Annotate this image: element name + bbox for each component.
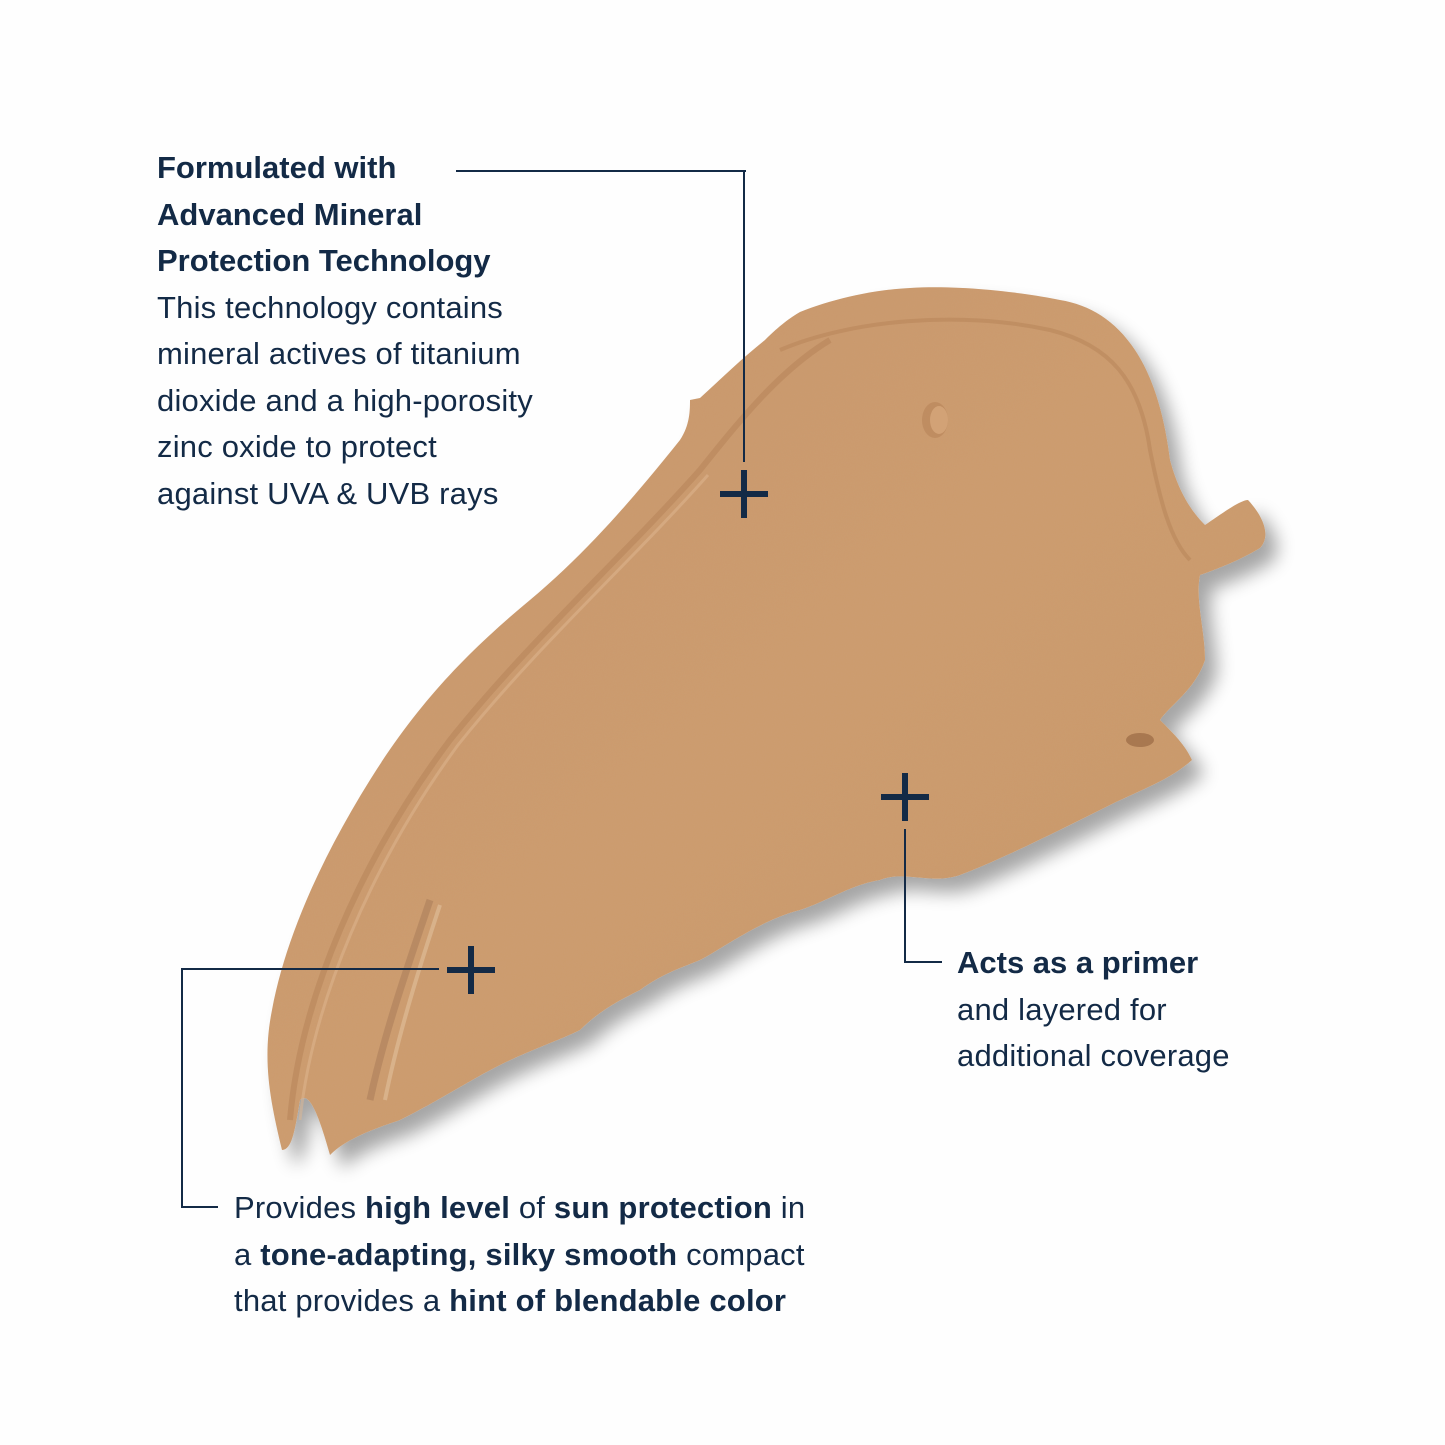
callout-body: against UVA & UVB rays — [157, 475, 499, 511]
connector-line-sun-v — [181, 968, 183, 1208]
callout-title: Protection Technology — [157, 243, 491, 278]
callout-primer: Acts as a primer and layered for additio… — [957, 940, 1357, 1080]
callout-body: and layered for — [957, 991, 1167, 1027]
callout-title: Acts as a primer — [957, 945, 1199, 980]
connector-line-mineral-v — [743, 170, 745, 462]
callout-body: zinc oxide to protect — [157, 429, 437, 464]
plus-icon — [720, 470, 768, 518]
callout-line: that provides a hint of blendable color — [234, 1283, 787, 1318]
connector-line-primer-v — [904, 829, 906, 963]
plus-icon — [881, 773, 929, 821]
callout-body: This technology contains — [157, 289, 503, 325]
callout-body: mineral actives of titanium — [157, 336, 521, 371]
callout-body: additional coverage — [957, 1038, 1230, 1073]
plus-icon — [447, 946, 495, 994]
connector-line-primer-h — [904, 961, 942, 963]
callout-title: Advanced Mineral — [157, 196, 423, 232]
connector-line-sun-h-bottom — [181, 1206, 218, 1208]
connector-line-mineral-h — [456, 170, 746, 172]
connector-line-sun-h-top — [181, 968, 439, 970]
callout-mineral-protection: Formulated with Advanced Mineral Protect… — [157, 145, 627, 517]
callout-line: Provides high level of sun protection in — [234, 1190, 806, 1225]
callout-line: a tone-adapting, silky smooth compact — [234, 1236, 805, 1272]
callout-body: dioxide and a high-porosity — [157, 382, 533, 418]
callout-sun-protection: Provides high level of sun protection in… — [234, 1185, 954, 1325]
callout-title: Formulated with — [157, 150, 397, 185]
